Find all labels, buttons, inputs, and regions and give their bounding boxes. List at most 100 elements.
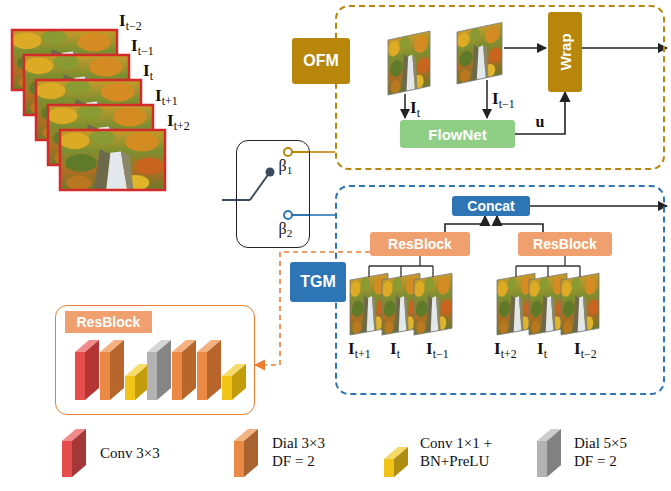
switch-box: β1β2 (236, 140, 310, 248)
symbol-glyph: I (574, 339, 581, 358)
g-shape (561, 273, 599, 335)
symbol-glyph: I (167, 111, 174, 130)
frame-label: It+2 (167, 112, 190, 133)
use-shape (388, 31, 430, 95)
frame-label: It−1 (131, 37, 154, 58)
connector (310, 151, 335, 153)
resblock-layers (75, 340, 246, 400)
legend-swatch (535, 427, 565, 479)
symbol-glyph: β (279, 220, 287, 237)
line-shape (530, 205, 667, 207)
frame-label: It−2 (119, 12, 142, 33)
swatch-side-shade (547, 429, 561, 477)
connector (515, 92, 565, 134)
resblock-panel: ResBlock (55, 305, 255, 415)
use-shape (414, 273, 452, 335)
line-shape (292, 214, 310, 216)
rect-shape (147, 352, 157, 400)
frame-label: It+1 (348, 340, 371, 361)
concat-box: Concat (452, 196, 530, 216)
swatch-front (62, 441, 72, 477)
legend-swatch (382, 427, 412, 479)
polygon-shape (85, 340, 99, 400)
box-label: Concat (467, 199, 514, 213)
subscript: t−1 (138, 44, 154, 58)
rect-shape (414, 273, 452, 335)
subscript: t (397, 347, 400, 361)
frame-label: It (143, 62, 153, 83)
tgm-module: TGMConcatResBlockResBlock (335, 185, 665, 395)
swatch-front (384, 459, 394, 477)
subscript: t−1 (433, 347, 449, 361)
circle-shape (266, 168, 275, 177)
module-name: TGM (300, 274, 336, 290)
ofm-frames (388, 22, 667, 118)
line-shape (432, 266, 433, 277)
legend-text: Conv 3×3 (100, 444, 180, 462)
subscript: t+1 (355, 347, 371, 361)
module-badge: OFM (292, 38, 350, 84)
swatch-side-shade (244, 429, 258, 477)
swatch-side-shade (394, 447, 408, 477)
polygon-shape (157, 340, 171, 400)
frame-label: It−1 (492, 90, 515, 111)
tgm-frames (350, 206, 667, 336)
line-shape (250, 172, 270, 200)
frame-label: It (410, 99, 420, 120)
flownet-box: FlowNet (400, 120, 515, 148)
symbol-glyph: I (119, 11, 126, 30)
rect-shape (457, 22, 502, 84)
symbol-glyph: I (348, 339, 355, 358)
use-shape (561, 273, 599, 335)
symbol-glyph: I (494, 339, 501, 358)
line-shape (486, 80, 488, 118)
line-shape (504, 47, 546, 49)
symbol-glyph: I (155, 86, 162, 105)
frame-label: It+1 (155, 87, 178, 108)
rect-shape (172, 352, 182, 400)
swatch-side (394, 447, 408, 477)
box-label: FlowNet (428, 127, 486, 142)
symbol-glyph: I (390, 339, 397, 358)
circle-shape (284, 148, 292, 156)
connector (310, 214, 335, 216)
rect-shape (125, 376, 135, 400)
line-shape (419, 256, 420, 266)
connector (255, 252, 370, 365)
box-label: Wrap (558, 33, 573, 70)
swatch-front (234, 441, 244, 477)
subscript: t+2 (501, 347, 517, 361)
symbol-glyph: I (131, 36, 138, 55)
line-shape (547, 266, 548, 277)
line-shape (515, 266, 516, 277)
swatch-side (547, 429, 561, 477)
subscript: t−1 (499, 97, 515, 111)
connector (445, 216, 485, 232)
line-shape (579, 266, 580, 277)
frame-label: It (537, 340, 547, 361)
input-frame-stack (12, 30, 165, 191)
symbol-glyph: I (143, 61, 150, 80)
line-shape (292, 151, 310, 153)
line-shape (404, 94, 406, 118)
connector (497, 216, 543, 232)
box-label: ResBlock (388, 237, 452, 251)
ofm-module: OFMFlowNetWrap (335, 5, 665, 170)
swatch-side-shade (72, 429, 86, 477)
rect-shape (222, 376, 232, 400)
rect-shape (100, 352, 110, 400)
legend-text: Dial 3×3 DF = 2 (272, 434, 340, 470)
subscript: t (150, 69, 153, 83)
polygon-shape (207, 340, 221, 400)
polygon-shape (232, 364, 246, 400)
frame-label: It−1 (426, 340, 449, 361)
symbol-glyph: I (426, 339, 433, 358)
panel-heading: ResBlock (65, 311, 153, 333)
legend-text: Dial 5×5 DF = 2 (574, 434, 642, 470)
subscript: t (544, 347, 547, 361)
subscript: t+1 (162, 94, 178, 108)
g-shape (457, 22, 502, 84)
polygon-shape (182, 340, 196, 400)
line-shape (400, 266, 401, 277)
frame-label: It−2 (574, 340, 597, 361)
